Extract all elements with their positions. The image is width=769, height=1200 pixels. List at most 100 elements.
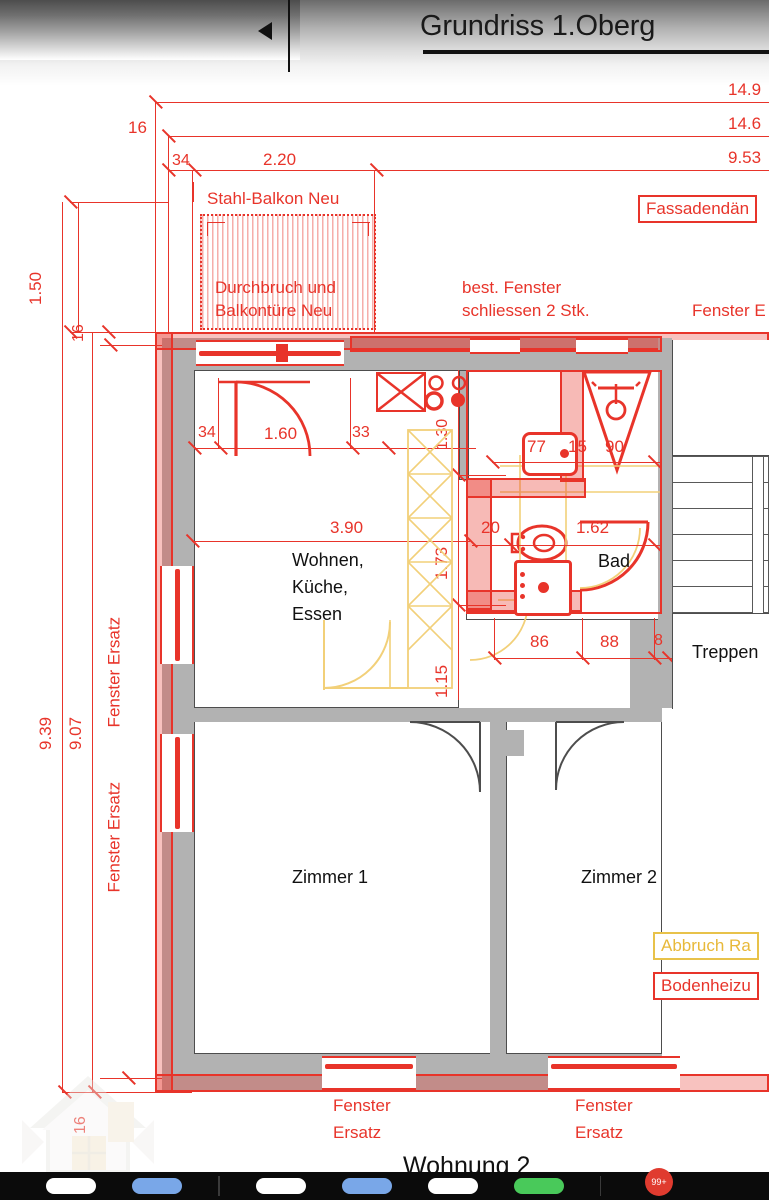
stairwell-lower-landing	[672, 613, 769, 709]
dim-bath-86: 86	[530, 632, 549, 651]
window-bottom-1[interactable]	[322, 1056, 416, 1090]
taskbar-item-6[interactable]	[513, 1178, 564, 1194]
window-mullion	[276, 344, 288, 362]
dim-bath-162: 1.62	[576, 518, 610, 537]
dim-bath-20: 20	[481, 518, 500, 537]
window-sash	[325, 1063, 413, 1069]
system-taskbar[interactable]: 99+	[0, 1168, 769, 1200]
dim-ext-line	[155, 102, 156, 332]
taskbar-item-5[interactable]	[427, 1178, 478, 1194]
dim-overall-3: 9.53	[728, 148, 762, 167]
room-living-kitchen-dining	[194, 370, 459, 708]
room-label-living-line3: Essen	[292, 604, 343, 624]
label-abbruch-radiator: Abbruch Ra	[653, 932, 759, 960]
section-marker-line	[288, 0, 290, 72]
window-top-balcony-door[interactable]	[196, 340, 344, 366]
wall-partition-vertical	[490, 708, 506, 1058]
dim-ext-line	[218, 378, 219, 448]
dim-line-left-c	[100, 345, 192, 346]
dim-bath-88: 88	[600, 632, 619, 651]
bathtub-tap	[520, 594, 525, 599]
dim-left-907: 9.07	[66, 716, 85, 750]
taskbar-item-3[interactable]	[255, 1178, 306, 1194]
label-fassadendaemmung: Fassadendän	[638, 195, 758, 223]
dim-vert-173: 1.73	[432, 546, 451, 580]
taskbar-divider	[599, 1176, 601, 1196]
dim-line-left-a	[70, 202, 168, 203]
balcony-corner-mark	[207, 222, 225, 224]
dim-left-16-lower: 16	[72, 1116, 89, 1134]
dim-left-150: 1.50	[26, 271, 45, 305]
taskbar-item-1[interactable]	[46, 1178, 96, 1194]
dim-seg-34-top: 34	[172, 152, 190, 169]
dim-ext-line	[654, 618, 655, 660]
dim-bath-90: 90	[605, 437, 624, 456]
dim-ext-line-9-07	[92, 332, 93, 1092]
stairwell-upper-landing	[672, 340, 769, 456]
wall-pier	[504, 730, 524, 756]
label-best-fenster-line1: best. Fenster	[462, 278, 562, 297]
redwall-hall-left	[466, 478, 492, 610]
dim-line-bath-top	[492, 462, 662, 464]
taskbar-item-4[interactable]	[341, 1178, 392, 1194]
dim-left-939: 9.39	[36, 716, 55, 750]
bathtub-drain	[538, 582, 549, 593]
label-best-fenster-line2: schliessen 2 Stk.	[462, 301, 590, 320]
dim-line-left-b	[70, 332, 192, 333]
window-bottom-2[interactable]	[548, 1056, 680, 1090]
dim-bath-8: 8	[654, 632, 663, 649]
window-sash	[199, 350, 341, 356]
washbasin-drain	[560, 449, 569, 458]
dim-overall-1: 14.9	[728, 80, 762, 99]
label-fenster-bottom-2-line2: Ersatz	[575, 1123, 624, 1142]
stair-railing	[752, 456, 764, 614]
dim-ext-line	[168, 136, 169, 332]
label-fenster-top-right: Fenster E	[692, 301, 766, 320]
taskbar-item-2[interactable]	[132, 1178, 182, 1194]
label-durchbruch-line1: Durchbruch und	[215, 278, 336, 297]
dim-line-living-top	[194, 448, 476, 450]
kitchen-appliance-crossed	[376, 372, 426, 412]
balcony-hatch-area	[200, 214, 376, 330]
window-left-lower[interactable]	[160, 734, 194, 832]
window-sash	[551, 1063, 677, 1069]
dim-ext-line	[582, 618, 583, 660]
room-label-zimmer-1: Zimmer 1	[292, 867, 368, 887]
section-marker-arrow-icon	[258, 22, 272, 40]
dim-overall-2: 14.6	[728, 114, 762, 133]
label-fenster-bottom-1-line1: Fenster	[333, 1096, 391, 1115]
label-fenster-bottom-2-line1: Fenster	[575, 1096, 633, 1115]
bathtub-tap	[520, 583, 525, 588]
dim-living-390: 3.90	[330, 518, 364, 537]
dim-ext-line	[192, 170, 193, 332]
dim-ext-line-9-39	[62, 202, 63, 1092]
window-left-upper[interactable]	[160, 566, 194, 664]
dim-line-overall-1	[155, 102, 769, 104]
window-top-closed-1[interactable]	[470, 338, 520, 354]
window-top-closed-2[interactable]	[576, 338, 628, 354]
page-title: Grundriss 1.Oberg	[420, 10, 656, 42]
dim-left-16-upper: 16	[70, 324, 87, 342]
dim-chain-vertical	[458, 370, 459, 700]
page-title-underline	[423, 50, 769, 54]
dim-line-overall-3	[168, 170, 769, 172]
label-bodenheizung: Bodenheizu	[653, 972, 759, 1000]
room-label-bad: Bad	[598, 551, 631, 571]
dim-line-left-bottom	[62, 1092, 192, 1093]
room-label-living-line2: Küche,	[292, 577, 349, 597]
dim-seg-16-top: 16	[128, 118, 147, 137]
dim-line-overall-2	[168, 136, 769, 138]
dim-bath-15: 15	[568, 437, 587, 456]
dim-line-bath-mid	[472, 545, 662, 547]
window-sash	[174, 569, 180, 661]
notification-badge[interactable]: 99+	[645, 1168, 673, 1196]
wall-partition-horizontal	[194, 708, 662, 722]
window-sash	[174, 737, 180, 829]
fixture-bathtub	[514, 560, 572, 616]
dim-bath-77: 77	[527, 437, 546, 456]
dim-ext-line	[494, 618, 495, 660]
dim-ext-line	[458, 475, 506, 476]
label-durchbruch-line2: Balkontüre Neu	[215, 301, 333, 320]
dim-line-living-width	[192, 541, 470, 543]
dim-vert-115: 1.15	[432, 664, 451, 698]
